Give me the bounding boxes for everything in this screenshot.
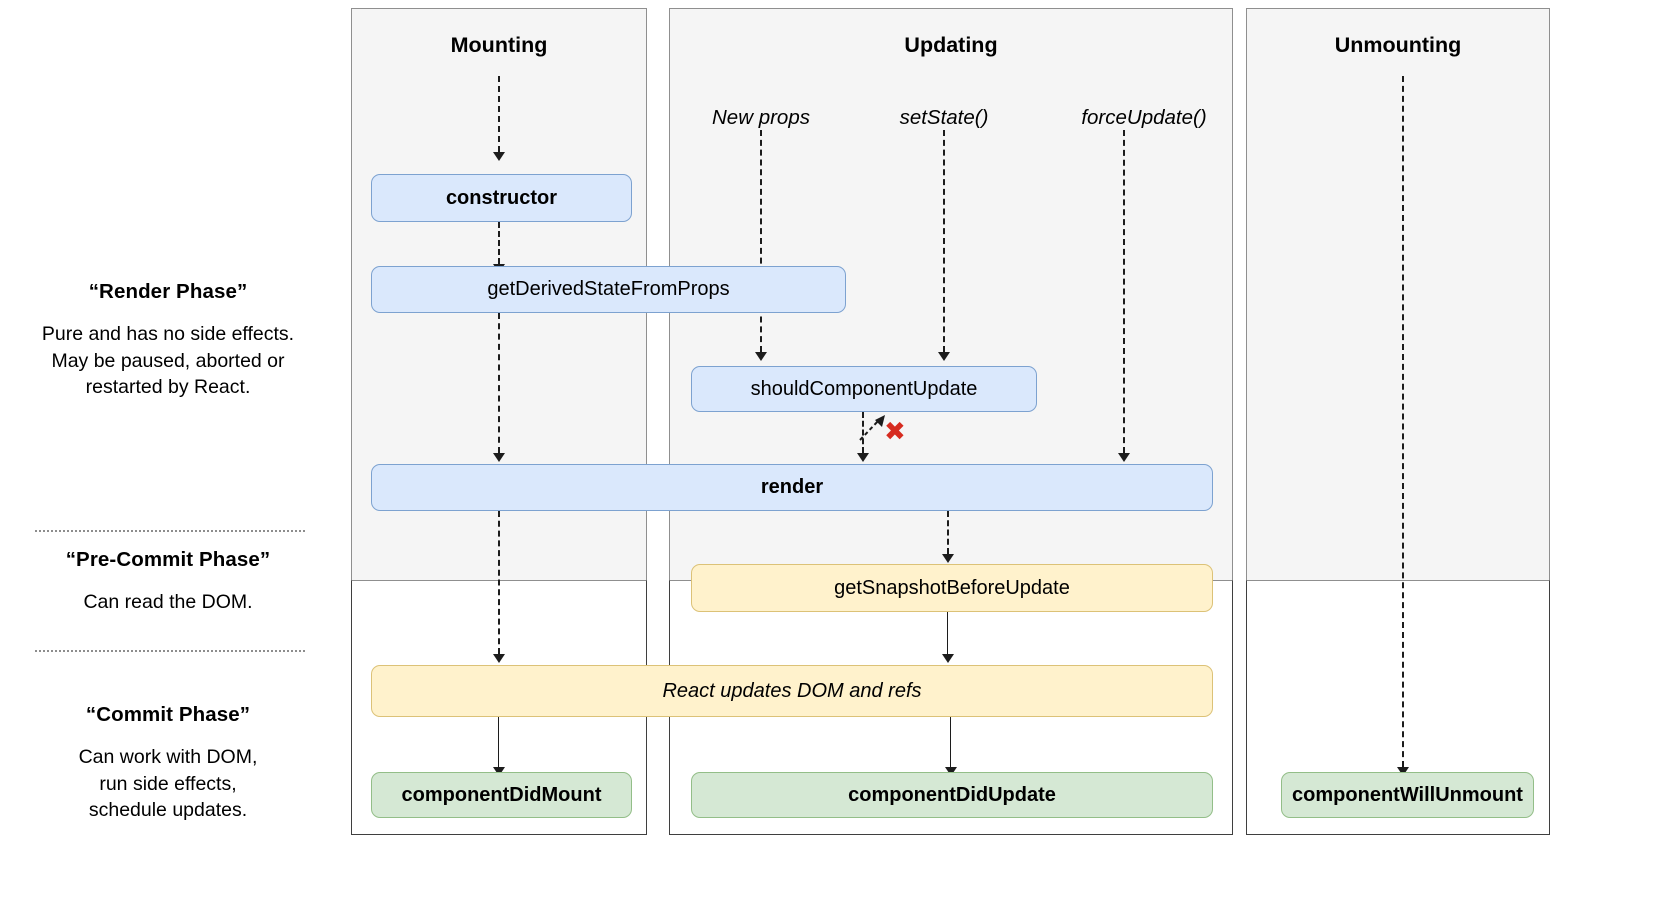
arrowhead-render-mounting: [493, 453, 505, 462]
trigger-label-set-state: setState(): [899, 106, 989, 129]
connector-scu-false-branch: [859, 415, 885, 441]
connector-force-update: [1123, 130, 1125, 453]
connector-render-to-snapshot: [947, 511, 949, 554]
column-title-updating: Updating: [904, 33, 998, 57]
node-render[interactable]: render: [371, 464, 1213, 511]
phase-legend-render: “Render Phase” Pure and has no side effe…: [18, 280, 318, 401]
connector-unmounting: [1402, 76, 1404, 767]
connector-render-to-dom-updates-mounting: [498, 511, 500, 654]
arrowhead-render-updating: [857, 453, 869, 462]
connector-dom-updates-to-did-update: [950, 717, 951, 767]
arrowhead-set-state-scu: [938, 352, 950, 361]
phase-legend-pre-commit: “Pre-Commit Phase” Can read the DOM.: [18, 548, 318, 616]
arrowhead-dom-updates-updating: [942, 654, 954, 663]
trigger-label-force-update: forceUpdate(): [1081, 106, 1207, 129]
connector-scu-to-render: [862, 412, 864, 453]
trigger-label-new-props: New props: [712, 106, 810, 129]
arrowhead-force-update-render: [1118, 453, 1130, 462]
node-component-did-update[interactable]: componentDidUpdate: [691, 772, 1213, 818]
arrowhead-component-did-update: [945, 767, 957, 776]
node-constructor[interactable]: constructor: [371, 174, 632, 222]
node-component-did-mount[interactable]: componentDidMount: [371, 772, 632, 818]
connector-mounting-start: [498, 76, 500, 152]
node-should-component-update[interactable]: shouldComponentUpdate: [691, 366, 1037, 412]
connector-constructor-to-gdsfp: [498, 222, 500, 264]
phase-legend-render-title: “Render Phase”: [88, 280, 248, 303]
arrowhead-mounting-constructor: [493, 152, 505, 161]
node-react-updates-dom-and-refs[interactable]: React updates DOM and refs: [371, 665, 1213, 717]
phase-legend-commit-title: “Commit Phase”: [85, 703, 251, 726]
phase-legend-pre-commit-description: Can read the DOM.: [83, 591, 253, 613]
node-component-will-unmount[interactable]: componentWillUnmount: [1281, 772, 1534, 818]
arrowhead-dom-updates-mounting: [493, 654, 505, 663]
connector-gdsfp-to-render: [498, 313, 500, 453]
column-title-unmounting: Unmounting: [1334, 33, 1462, 57]
arrowhead-snapshot: [942, 554, 954, 563]
connector-dom-updates-to-did-mount: [498, 717, 499, 767]
node-get-snapshot-before-update[interactable]: getSnapshotBeforeUpdate: [691, 564, 1213, 612]
node-get-derived-state-from-props[interactable]: getDerivedStateFromProps: [371, 266, 846, 313]
column-title-mounting: Mounting: [450, 33, 548, 57]
column-panel-unmounting-top: [1246, 8, 1550, 580]
phase-legend-commit-description: Can work with DOM, run side effects, sch…: [78, 746, 258, 821]
phase-legend-render-description: Pure and has no side effects. May be pau…: [41, 323, 295, 398]
phase-legend-commit: “Commit Phase” Can work with DOM, run si…: [18, 703, 318, 824]
phase-divider-upper: [35, 530, 305, 532]
arrowhead-component-will-unmount: [1397, 767, 1409, 776]
connector-new-props: [760, 130, 762, 352]
arrowhead-component-did-mount: [493, 767, 505, 776]
connector-snapshot-to-dom-updates: [947, 612, 948, 654]
phase-divider-lower: [35, 650, 305, 652]
connector-set-state: [943, 130, 945, 352]
should-component-update-false-marker: ✖: [884, 417, 906, 447]
phase-legend-pre-commit-title: “Pre-Commit Phase”: [65, 548, 271, 571]
arrowhead-new-props-scu: [755, 352, 767, 361]
